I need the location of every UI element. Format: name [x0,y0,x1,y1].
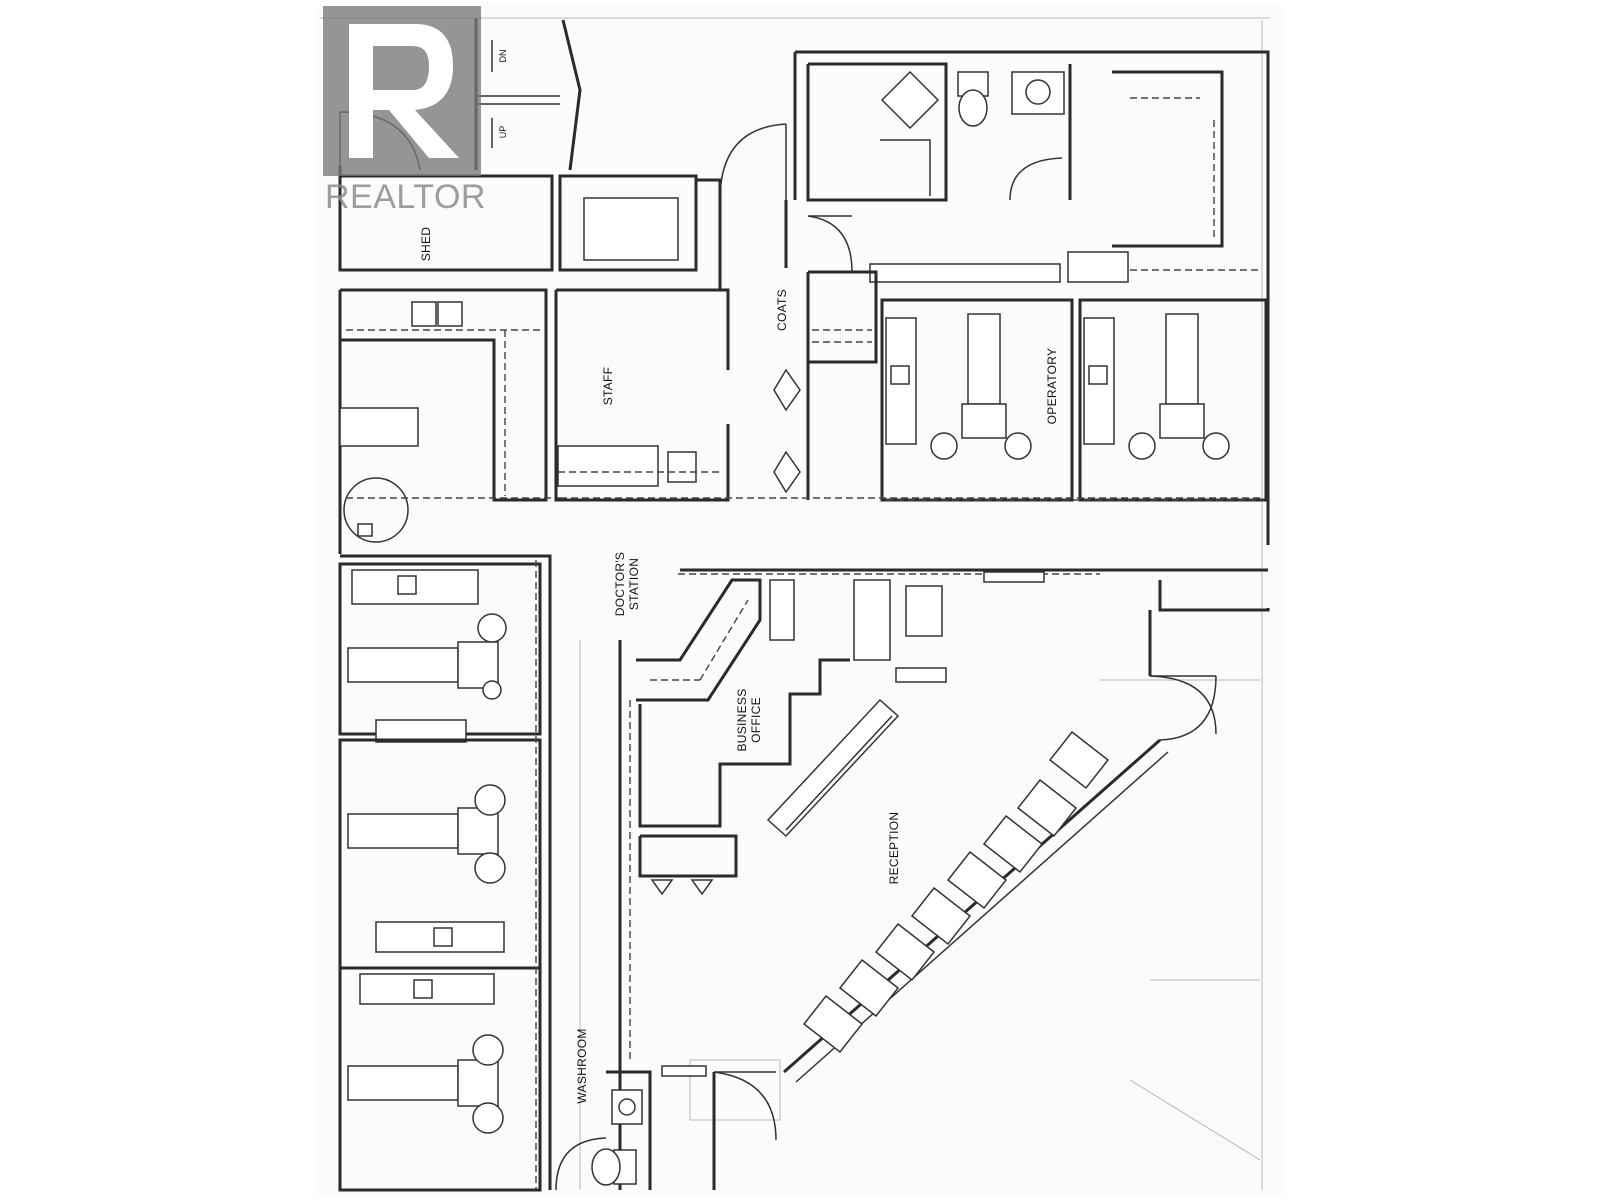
washroom-label: WASHROOM [575,1028,589,1103]
left-operatories [338,560,542,1192]
business-office-label-line2: OFFICE [749,697,763,743]
kitchen-area [339,288,560,543]
staff-label: STAFF [601,367,615,406]
staff-room [554,288,730,502]
realtor-r-mark [323,6,481,176]
operatory-label: OPERATORY [1045,348,1059,425]
shed-room [338,174,698,272]
business-office [636,578,947,896]
shed-label: SHED [419,227,433,262]
stairs-down-label: DN [498,50,508,63]
upper-operatories [880,298,1268,502]
stairs-up-label: UP [498,126,508,139]
realtor-logo: REALTOR [323,6,486,218]
upper-hall [696,123,853,290]
upper-rooms [806,62,1262,283]
washroom [555,1065,777,1191]
doctors-station-label-line2: STATION [627,558,641,610]
coats-closet [773,270,878,500]
business-office-label-line1: BUSINESS [735,688,749,751]
coats-label: COATS [775,289,789,331]
doctors-station-label-line1: DOCTOR'S [613,552,627,616]
reception-label: RECEPTION [887,812,901,885]
reception-chairs [802,730,1110,1054]
realtor-brand-text: REALTOR [325,178,486,216]
